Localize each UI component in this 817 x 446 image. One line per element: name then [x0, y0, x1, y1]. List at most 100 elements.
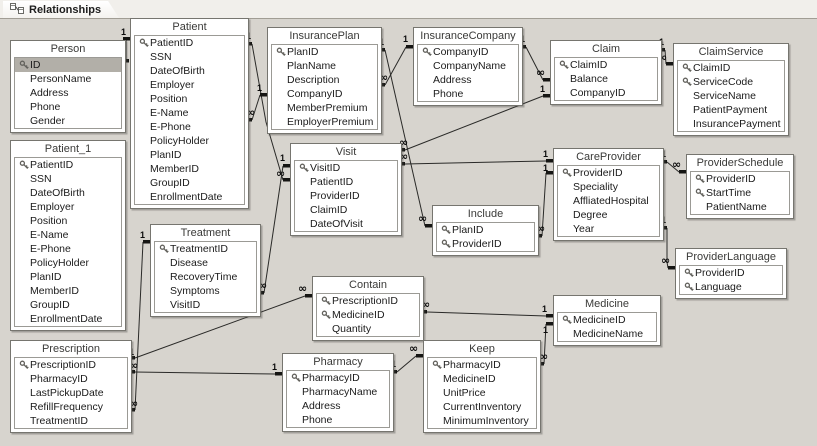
field-row[interactable]: E-Name — [135, 106, 244, 120]
relationship-line[interactable] — [666, 228, 669, 269]
table-title[interactable]: Patient_1 — [44, 143, 92, 155]
field-row[interactable]: MedicineID — [317, 308, 419, 322]
field-row[interactable]: UnitPrice — [428, 386, 536, 400]
field-row[interactable]: EnrollmentDate — [135, 190, 244, 204]
relationship-line[interactable] — [525, 46, 544, 81]
field-row[interactable]: Degree — [558, 208, 659, 222]
field-row[interactable]: Employer — [15, 200, 121, 214]
field-row[interactable]: Description — [272, 73, 377, 87]
field-row[interactable]: PersonName — [15, 72, 121, 86]
table-title[interactable]: Contain — [349, 279, 387, 291]
field-row[interactable]: PolicyHolder — [135, 134, 244, 148]
field-row[interactable]: DateOfVisit — [295, 217, 397, 231]
field-row[interactable]: ClaimID — [295, 203, 397, 217]
field-row[interactable]: CurrentInventory — [428, 400, 536, 414]
field-row[interactable]: PatientPayment — [678, 103, 784, 117]
table-title[interactable]: Include — [467, 208, 504, 220]
field-row[interactable]: TreatmentID — [15, 414, 127, 428]
relationship-line[interactable] — [384, 46, 407, 86]
table-title[interactable]: ProviderSchedule — [696, 157, 784, 169]
table-title[interactable]: Prescription — [41, 343, 101, 355]
field-row[interactable]: ClaimID — [555, 58, 657, 72]
field-row[interactable]: PlanID — [272, 45, 377, 59]
table-title[interactable]: ClaimService — [698, 46, 764, 58]
field-row[interactable]: ProviderID — [691, 172, 789, 186]
field-row[interactable]: Quantity — [317, 322, 419, 336]
field-row[interactable]: AffliatedHospital — [558, 194, 659, 208]
relationship-line[interactable] — [396, 355, 417, 373]
field-row[interactable]: EmployerPremium — [272, 115, 377, 129]
field-row[interactable]: PatientID — [135, 36, 244, 50]
field-row[interactable]: Address — [15, 86, 121, 100]
field-row[interactable]: SSN — [135, 50, 244, 64]
field-row[interactable]: PatientID — [295, 175, 397, 189]
field-row[interactable]: Language — [680, 280, 782, 294]
field-row[interactable]: Position — [135, 92, 244, 106]
tab-relationships[interactable]: Relationships — [3, 1, 119, 18]
relationship-line[interactable] — [426, 311, 547, 317]
field-row[interactable]: ProviderID — [558, 166, 659, 180]
field-row[interactable]: Phone — [418, 87, 518, 101]
field-row[interactable]: CompanyID — [418, 45, 518, 59]
field-row[interactable]: SSN — [15, 172, 121, 186]
table-title[interactable]: Treatment — [180, 227, 231, 239]
field-row[interactable]: Year — [558, 222, 659, 236]
relationship-line[interactable] — [543, 323, 547, 365]
field-row[interactable]: ProviderID — [295, 189, 397, 203]
field-row[interactable]: Address — [287, 399, 389, 413]
field-row[interactable]: GroupID — [135, 176, 244, 190]
field-row[interactable]: Phone — [15, 100, 121, 114]
field-row[interactable]: PharmacyID — [428, 358, 536, 372]
field-row[interactable]: MemberID — [135, 162, 244, 176]
field-row[interactable]: CompanyName — [418, 59, 518, 73]
relationship-line[interactable] — [251, 43, 284, 181]
table-title[interactable]: Claim — [591, 43, 621, 55]
field-row[interactable]: ClaimID — [678, 61, 784, 75]
field-row[interactable]: PatientID — [15, 158, 121, 172]
field-row[interactable]: VisitID — [155, 298, 256, 312]
relationship-line[interactable] — [134, 295, 306, 359]
table-title[interactable]: Patient — [172, 21, 207, 33]
field-row[interactable]: Gender — [15, 114, 121, 128]
field-row[interactable]: RecoveryTime — [155, 270, 256, 284]
field-row[interactable]: PatientName — [691, 200, 789, 214]
relationship-line[interactable] — [263, 165, 284, 294]
field-row[interactable]: ServiceName — [678, 89, 784, 103]
relationship-line[interactable] — [666, 161, 680, 173]
relationship-line[interactable] — [134, 371, 276, 375]
field-row[interactable]: Position — [15, 214, 121, 228]
field-row[interactable]: Speciality — [558, 180, 659, 194]
field-row[interactable]: Phone — [287, 413, 389, 427]
table-title[interactable]: InsurancePlan — [289, 30, 360, 42]
field-row[interactable]: MedicineID — [428, 372, 536, 386]
field-row[interactable]: CompanyID — [272, 87, 377, 101]
table-title[interactable]: InsuranceCompany — [420, 30, 516, 42]
field-row[interactable]: EnrollmentDate — [15, 312, 121, 326]
field-row[interactable]: PlanName — [272, 59, 377, 73]
relationship-line[interactable] — [664, 49, 667, 65]
field-row[interactable]: MinimumInventory — [428, 414, 536, 428]
field-row[interactable]: Disease — [155, 256, 256, 270]
field-row[interactable]: Address — [418, 73, 518, 87]
table-title[interactable]: Person — [50, 43, 86, 55]
field-row[interactable]: PrescriptionID — [15, 358, 127, 372]
field-row[interactable]: MedicineName — [558, 327, 656, 341]
field-row[interactable]: DateOfBirth — [135, 64, 244, 78]
field-row[interactable]: GroupID — [15, 298, 121, 312]
field-row[interactable]: E-Name — [15, 228, 121, 242]
field-row[interactable]: ProviderID — [437, 237, 534, 251]
field-row[interactable]: PrescriptionID — [317, 294, 419, 308]
